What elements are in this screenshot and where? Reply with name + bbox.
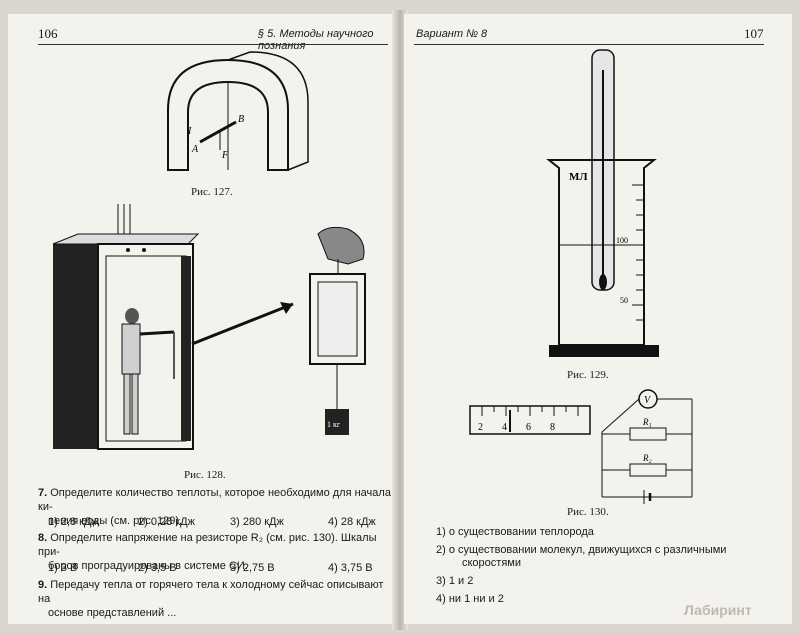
q7-option-2[interactable]: 2) 0,28 кДж xyxy=(138,516,195,528)
q9-text-line2: основе представлений ... xyxy=(48,607,177,619)
r1-label: R₁ xyxy=(642,417,652,427)
weight-label: 1 кг xyxy=(327,420,341,429)
q7-text-line1: Определите количество теплоты, которое н… xyxy=(38,487,391,513)
ruler-mark-6: 6 xyxy=(526,422,531,433)
q7-number: 7. xyxy=(38,487,48,499)
q8-text-line1: Определите напряжение на резисторе R₂ (с… xyxy=(38,532,377,558)
header-rule-right xyxy=(414,44,764,45)
figure-129-cylinder: МЛ 100 50 xyxy=(546,49,659,357)
r2-label: R₂ xyxy=(642,453,652,463)
q7-option-1[interactable]: 1) 2,8 кДж xyxy=(48,516,99,528)
page-number-left: 106 xyxy=(38,26,58,41)
figure-130-circuit: 2 4 6 8 V R₁ R₂ xyxy=(469,389,693,504)
q8-text-line2: боров проградуированы в системе СИ. xyxy=(48,560,248,572)
figure-128-elevator: 1 кг xyxy=(52,204,366,450)
cylinder-unit: МЛ xyxy=(569,171,588,183)
q7-text-line2: пения воды (см. рис. 129). xyxy=(48,515,183,527)
q7-option-3[interactable]: 3) 280 кДж xyxy=(230,516,284,528)
left-page: 106 § 5. Методы научного познания I A B … xyxy=(8,14,396,624)
ruler-mark-2: 2 xyxy=(478,422,483,433)
cylinder-mark-100: 100 xyxy=(616,236,628,245)
running-head-right: Вариант № 8 xyxy=(416,28,488,40)
q9-answer-options: 1) о существовании теплорода 2) о сущест… xyxy=(436,526,766,606)
label-a: A xyxy=(191,144,199,155)
caption-fig-130: Рис. 130. xyxy=(567,506,609,518)
right-page: Вариант № 8 107 МЛ 100 50 Рис. 129. xyxy=(404,14,792,624)
ruler-mark-4: 4 xyxy=(502,422,507,433)
caption-fig-128: Рис. 128. xyxy=(184,469,226,481)
q9-number: 9. xyxy=(38,579,48,591)
caption-fig-129: Рис. 129. xyxy=(567,369,609,381)
ruler-mark-8: 8 xyxy=(550,422,555,433)
label-b: B xyxy=(238,114,244,125)
q8-option-4[interactable]: 4) 3,75 В xyxy=(328,562,373,574)
question-9: 9. Передачу тепла от горячего тела к хол… xyxy=(38,578,393,620)
q9-option-2[interactable]: 2) о существовании молекул, движущихся с… xyxy=(436,544,727,556)
label-f: F xyxy=(221,150,229,161)
header-rule-left xyxy=(38,44,388,45)
page-number-right: 107 xyxy=(744,26,764,41)
question-8: 8. Определите напряжение на резисторе R₂… xyxy=(38,531,393,573)
question-7: 7. Определите количество теплоты, которо… xyxy=(38,486,393,528)
q8-number: 8. xyxy=(38,532,48,544)
q9-text-line1: Передачу тепла от горячего тела к холодн… xyxy=(38,579,384,605)
q9-option-1[interactable]: 1) о существовании теплорода xyxy=(436,526,594,538)
q8-options: 1) 3 В 2) 3,5 В 3) 2,75 В 4) 3,75 В xyxy=(48,562,393,576)
cylinder-mark-50: 50 xyxy=(620,296,628,305)
q9-option-4[interactable]: 4) ни 1 ни и 2 xyxy=(436,593,504,605)
figure-127-magnet: I A B F xyxy=(167,51,309,171)
caption-fig-127: Рис. 127. xyxy=(191,186,233,198)
voltmeter-label: V xyxy=(644,395,652,406)
q8-option-1[interactable]: 1) 3 В xyxy=(48,562,78,574)
running-head-left: § 5. Методы научного познания xyxy=(258,28,374,52)
q7-option-4[interactable]: 4) 28 кДж xyxy=(328,516,376,528)
q8-option-3[interactable]: 3) 2,75 В xyxy=(230,562,275,574)
q8-option-2[interactable]: 2) 3,5 В xyxy=(138,562,177,574)
q9-option-2-cont: скоростями xyxy=(462,557,521,569)
label-i: I xyxy=(187,126,192,137)
q9-option-3[interactable]: 3) 1 и 2 xyxy=(436,575,474,587)
watermark: Лабиринт xyxy=(684,602,752,618)
q7-options: 1) 2,8 кДж 2) 0,28 кДж 3) 280 кДж 4) 28 … xyxy=(48,516,393,530)
